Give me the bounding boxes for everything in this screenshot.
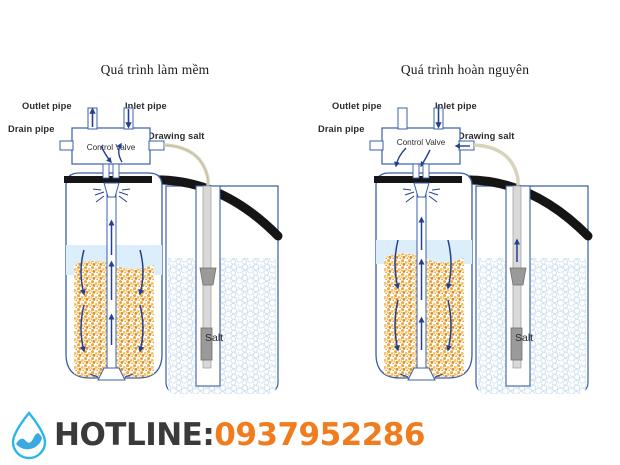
label-drain-pipe: Drain pipe <box>8 124 55 134</box>
lower-distributor <box>97 367 126 381</box>
diagram-title-regeneration: Quá trình hoàn nguyên <box>400 62 530 77</box>
salt-granules <box>168 258 276 394</box>
label-inlet-pipe: Inlet pipe <box>435 101 477 111</box>
label-drain-pipe: Drain pipe <box>318 124 365 134</box>
label-salt: Salt <box>515 332 533 344</box>
label-outlet-pipe: Outlet pipe <box>22 101 72 111</box>
brine-port <box>148 140 165 151</box>
diagram-softening: Quá trình làm mềm Outlet pipe Inlet pipe… <box>0 0 310 410</box>
diagram-regeneration: Quá trình hoàn nguyên Outlet pipe Inlet … <box>310 0 620 410</box>
pipe-flow-arrows <box>89 107 132 129</box>
flow-arrows-service <box>79 219 145 353</box>
label-salt: Salt <box>205 332 223 344</box>
hotline-text: HOTLINE: 0937952286 <box>54 416 425 453</box>
label-drawing-salt: Drawing salt <box>148 131 205 141</box>
control-valve-label: Control Valve <box>87 143 136 152</box>
valve-internal-arrows <box>100 142 123 164</box>
outlet-pipe-stub <box>397 107 408 130</box>
lower-distributor <box>407 367 436 381</box>
distributor-spray <box>402 188 441 203</box>
drain-port <box>369 140 384 151</box>
resin-tank-top-band <box>64 176 152 183</box>
salt-granules <box>478 258 586 394</box>
flow-arrows-regeneration <box>393 216 453 352</box>
water-droplet-icon <box>8 410 50 460</box>
resin-tank-top-band <box>374 176 462 183</box>
label-inlet-pipe: Inlet pipe <box>125 101 167 111</box>
distributor-spray <box>92 188 131 203</box>
hotline-banner: HOTLINE: 0937952286 <box>0 405 620 465</box>
regeneration-schematic: Control Valve Salt <box>369 105 593 394</box>
hotline-number: 0937952286 <box>214 416 425 453</box>
label-outlet-pipe: Outlet pipe <box>332 101 382 111</box>
valve-internal-arrows <box>394 143 470 168</box>
control-valve-label: Control Valve <box>397 138 446 147</box>
hotline-word: HOTLINE: <box>54 416 215 453</box>
diagram-title-softening: Quá trình làm mềm <box>100 62 210 77</box>
brine-line <box>473 143 520 207</box>
brine-valve-body <box>510 327 523 361</box>
softener-schematic: Control Valve <box>59 107 283 394</box>
float-valve <box>509 267 527 286</box>
upper-distributor <box>103 182 120 198</box>
brine-valve-body <box>200 327 213 361</box>
upper-distributor <box>413 182 430 198</box>
label-drawing-salt: Drawing salt <box>458 131 515 141</box>
drain-port <box>59 140 74 151</box>
float-valve <box>199 267 217 286</box>
